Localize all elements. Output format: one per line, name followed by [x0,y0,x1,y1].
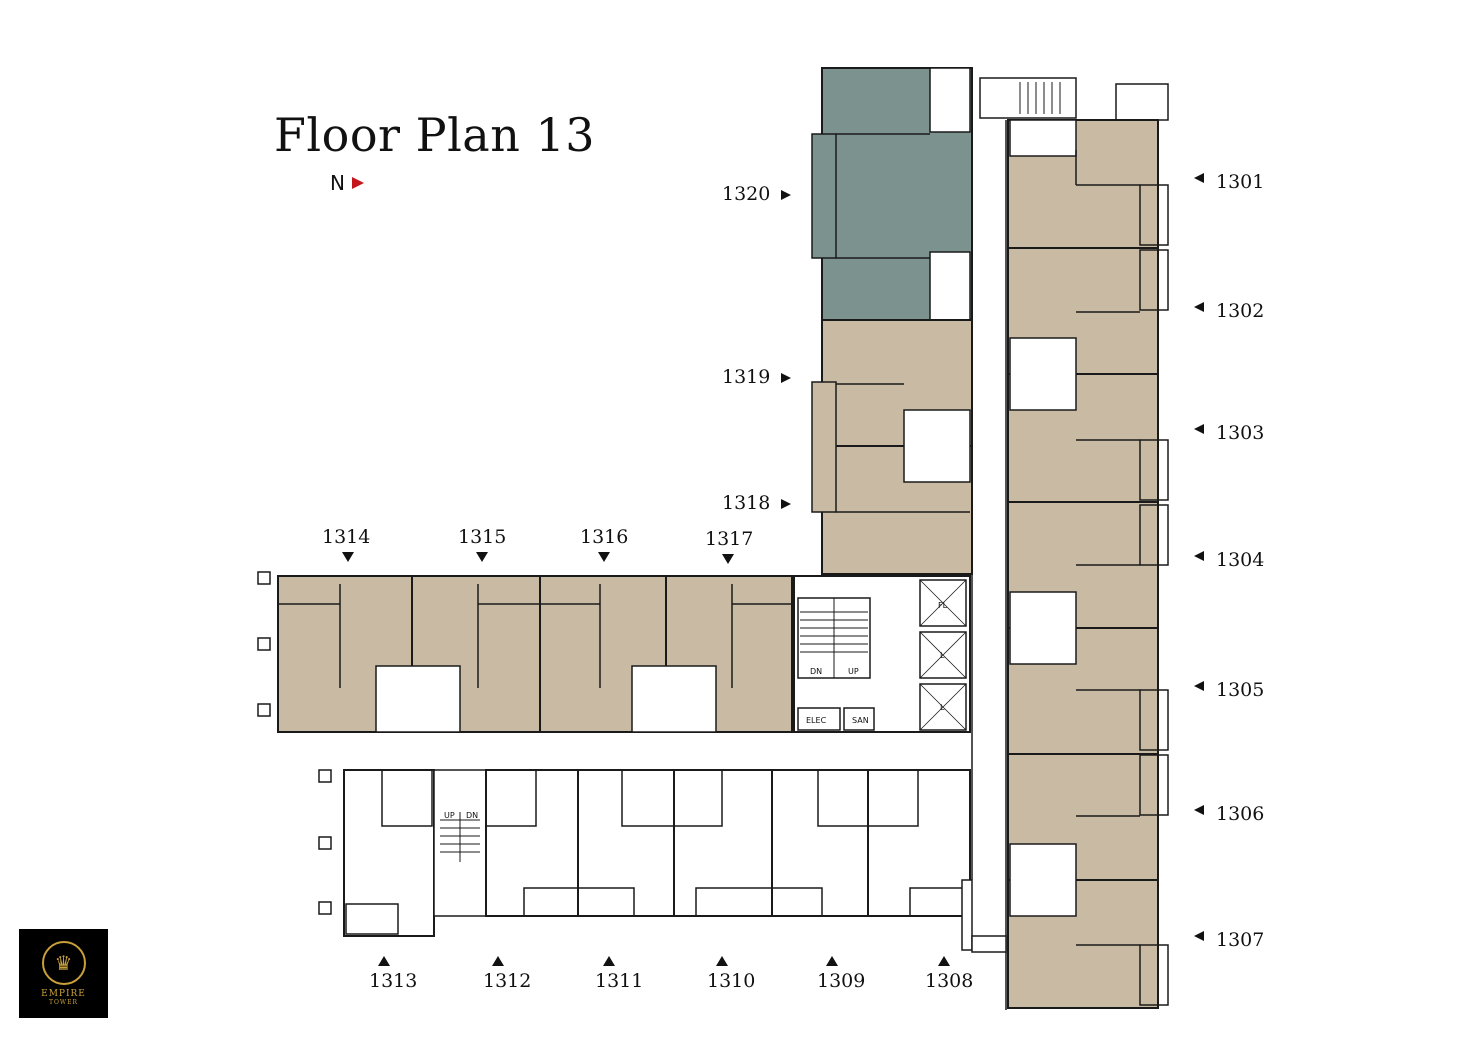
unit-label-1303[interactable]: 1303 [1216,422,1265,444]
lion-crest-icon: ♛ [41,941,86,985]
unit-label-1301[interactable]: 1301 [1216,171,1265,193]
unit-label-1304[interactable]: 1304 [1216,549,1265,571]
core-up-label: UP [848,667,859,676]
north-indicator: N [330,171,364,195]
north-arrow-icon [351,177,364,189]
unit-label-1310[interactable]: 1310 [707,970,756,992]
unit-label-1320[interactable]: 1320 [722,183,771,205]
lift-label-1: L [940,651,945,660]
logo-line-1: EMPIRE [41,989,86,999]
core-san-label: SAN [852,716,869,725]
unit-1313-area [343,769,435,937]
fire-lift-label: FL [938,601,948,610]
unit-1309-area [771,769,869,917]
core-dn-label: DN [810,667,822,676]
unit-label-1306[interactable]: 1306 [1216,803,1265,825]
unit-label-1309[interactable]: 1309 [817,970,866,992]
lift-label-2: L [940,703,945,712]
unit-1308-area [867,769,971,917]
unit-label-1311[interactable]: 1311 [595,970,644,992]
unit-label-1317[interactable]: 1317 [705,528,754,550]
unit-1310-area [673,769,773,917]
unit-1311-area [577,769,675,917]
unit-label-1302[interactable]: 1302 [1216,300,1265,322]
north-label: N [330,171,345,195]
logo-line-2: TOWER [49,999,78,1006]
stair-up-label: UP [444,811,455,820]
unit-label-1319[interactable]: 1319 [722,366,771,388]
unit-label-1318[interactable]: 1318 [722,492,771,514]
unit-label-1305[interactable]: 1305 [1216,679,1265,701]
unit-1312-area [485,769,579,917]
unit-label-1316[interactable]: 1316 [580,526,629,548]
unit-label-1315[interactable]: 1315 [458,526,507,548]
unit-label-1313[interactable]: 1313 [369,970,418,992]
page-title: Floor Plan 13 [274,108,595,162]
unit-label-1314[interactable]: 1314 [322,526,371,548]
unit-label-1307[interactable]: 1307 [1216,929,1265,951]
core-elec-label: ELEC [806,716,827,725]
empire-tower-logo: ♛ EMPIRE TOWER [19,929,108,1018]
unit-label-1308[interactable]: 1308 [925,970,974,992]
unit-label-1312[interactable]: 1312 [483,970,532,992]
stair-dn-label: DN [466,811,478,820]
